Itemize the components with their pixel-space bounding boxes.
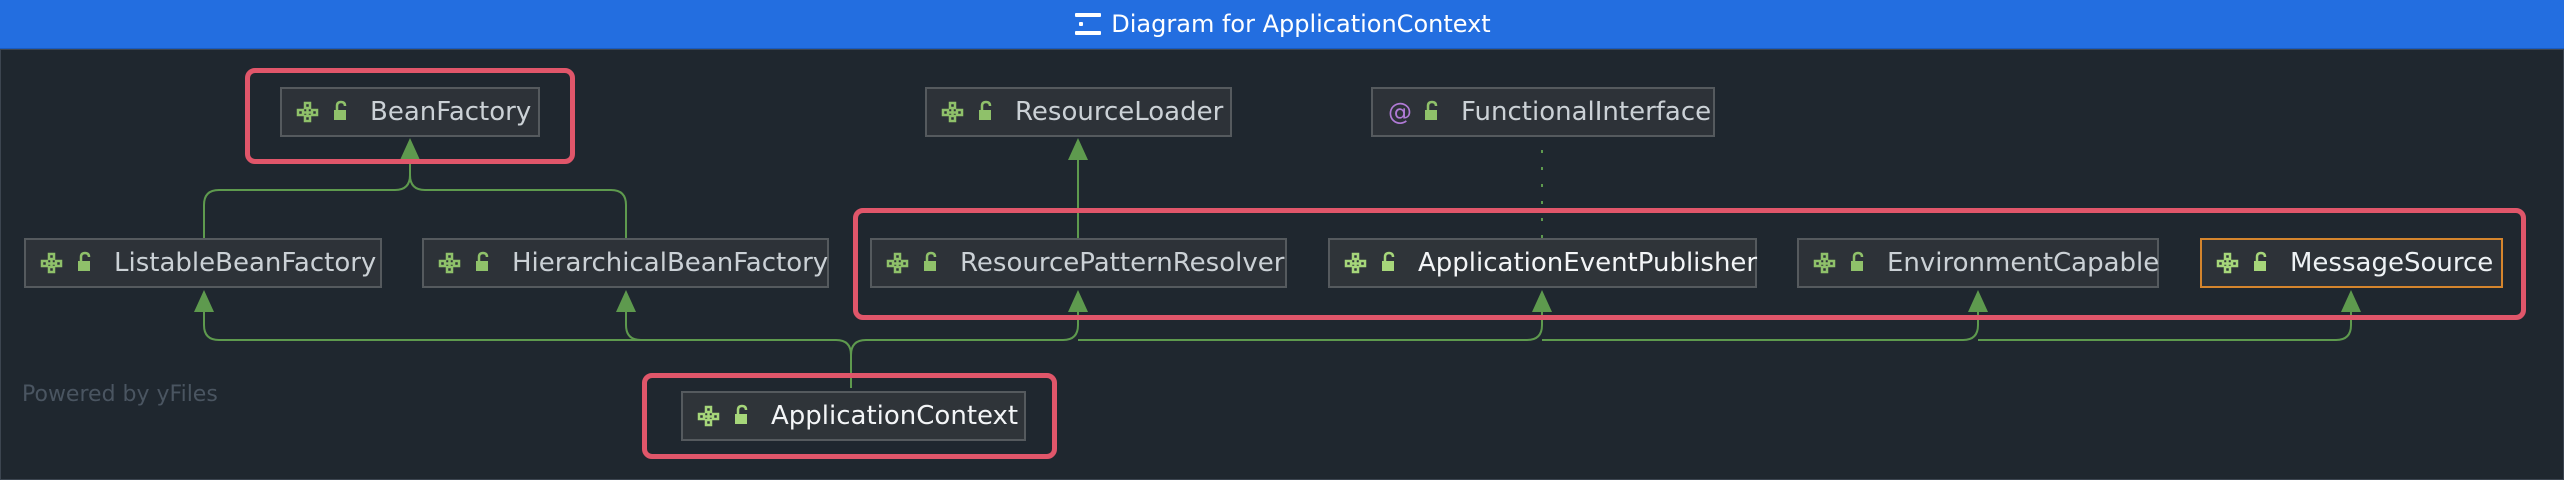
arrow-resolver [1068,290,1088,312]
unlocked-icon [1425,100,1438,120]
highlight-beanfactory [245,68,575,164]
unlocked-icon [979,100,992,120]
node-label: ListableBeanFactory [114,248,377,278]
interface-icon [1813,251,1864,274]
edge-hierarchical-to-beanfactory [409,150,627,238]
unlocked-icon [1382,251,1395,271]
arrow-hierarchical [616,290,636,312]
arrow-environment [1968,290,1988,312]
arrow-publisher [1532,290,1552,312]
arrow-resourceloader [1068,138,1088,160]
unlocked-icon [1851,251,1864,271]
interface-icon [2216,251,2267,274]
interface-icon [40,251,91,274]
interface-icon [941,100,992,123]
diagram-icon [1073,9,1103,39]
node-applicationcontext[interactable]: ApplicationContext [681,391,1026,441]
diagram-title: Diagram for ApplicationContext [1111,10,1491,38]
interface-icon [438,251,489,274]
annotation-icon: @ [1388,98,1438,126]
node-messagesource[interactable]: MessageSource [2200,238,2503,288]
node-hierarchicalbeanfactory[interactable]: HierarchicalBeanFactory [422,238,829,288]
edge-context-to-resolver [850,306,1079,356]
edge-context-to-hierarchical [625,306,642,341]
highlight-interfaces-row [853,208,2526,320]
interface-icon [697,404,748,427]
node-resourceloader[interactable]: ResourceLoader [925,87,1232,137]
interface-icon [1344,251,1395,274]
node-label: ApplicationEventPublisher [1418,248,1758,278]
unlocked-icon [924,251,937,271]
unlocked-icon [2254,251,2267,271]
edge-context-to-messagesource [1978,306,2352,341]
node-beanfactory[interactable]: BeanFactory [280,87,540,137]
node-label: ResourcePatternResolver [960,248,1285,278]
node-label: EnvironmentCapable [1887,248,2160,278]
node-label: FunctionalInterface [1461,97,1712,127]
node-label: BeanFactory [370,97,532,127]
node-label: MessageSource [2290,248,2494,278]
interface-icon [296,100,347,123]
node-environmentcapable[interactable]: EnvironmentCapable [1797,238,2159,288]
node-functionalinterface[interactable]: @ FunctionalInterface [1371,87,1715,137]
unlocked-icon [334,100,347,120]
svg-text:@: @ [1388,98,1412,126]
edge-context-to-environment [1542,306,1979,341]
node-resourcepatternresolver[interactable]: ResourcePatternResolver [870,238,1287,288]
arrow-listable [194,290,214,312]
node-label: ResourceLoader [1015,97,1224,127]
unlocked-icon [78,251,91,271]
diagram-title-bar: Diagram for ApplicationContext [0,0,2564,49]
highlight-applicationcontext [642,373,1057,459]
unlocked-icon [735,404,748,424]
node-label: ApplicationContext [771,401,1019,431]
node-label: HierarchicalBeanFactory [512,248,829,278]
unlocked-icon [476,251,489,271]
edge-context-to-listable [203,306,836,341]
edge-context-to-publisher [1078,306,1543,341]
arrow-beanfactory [400,138,420,160]
node-listablebeanfactory[interactable]: ListableBeanFactory [24,238,382,288]
edge-listable-to-beanfactory [203,150,411,238]
interface-icon [886,251,937,274]
arrow-messagesource [2341,290,2361,312]
node-applicationeventpublisher[interactable]: ApplicationEventPublisher [1328,238,1757,288]
powered-by-label: Powered by yFiles [22,382,218,407]
